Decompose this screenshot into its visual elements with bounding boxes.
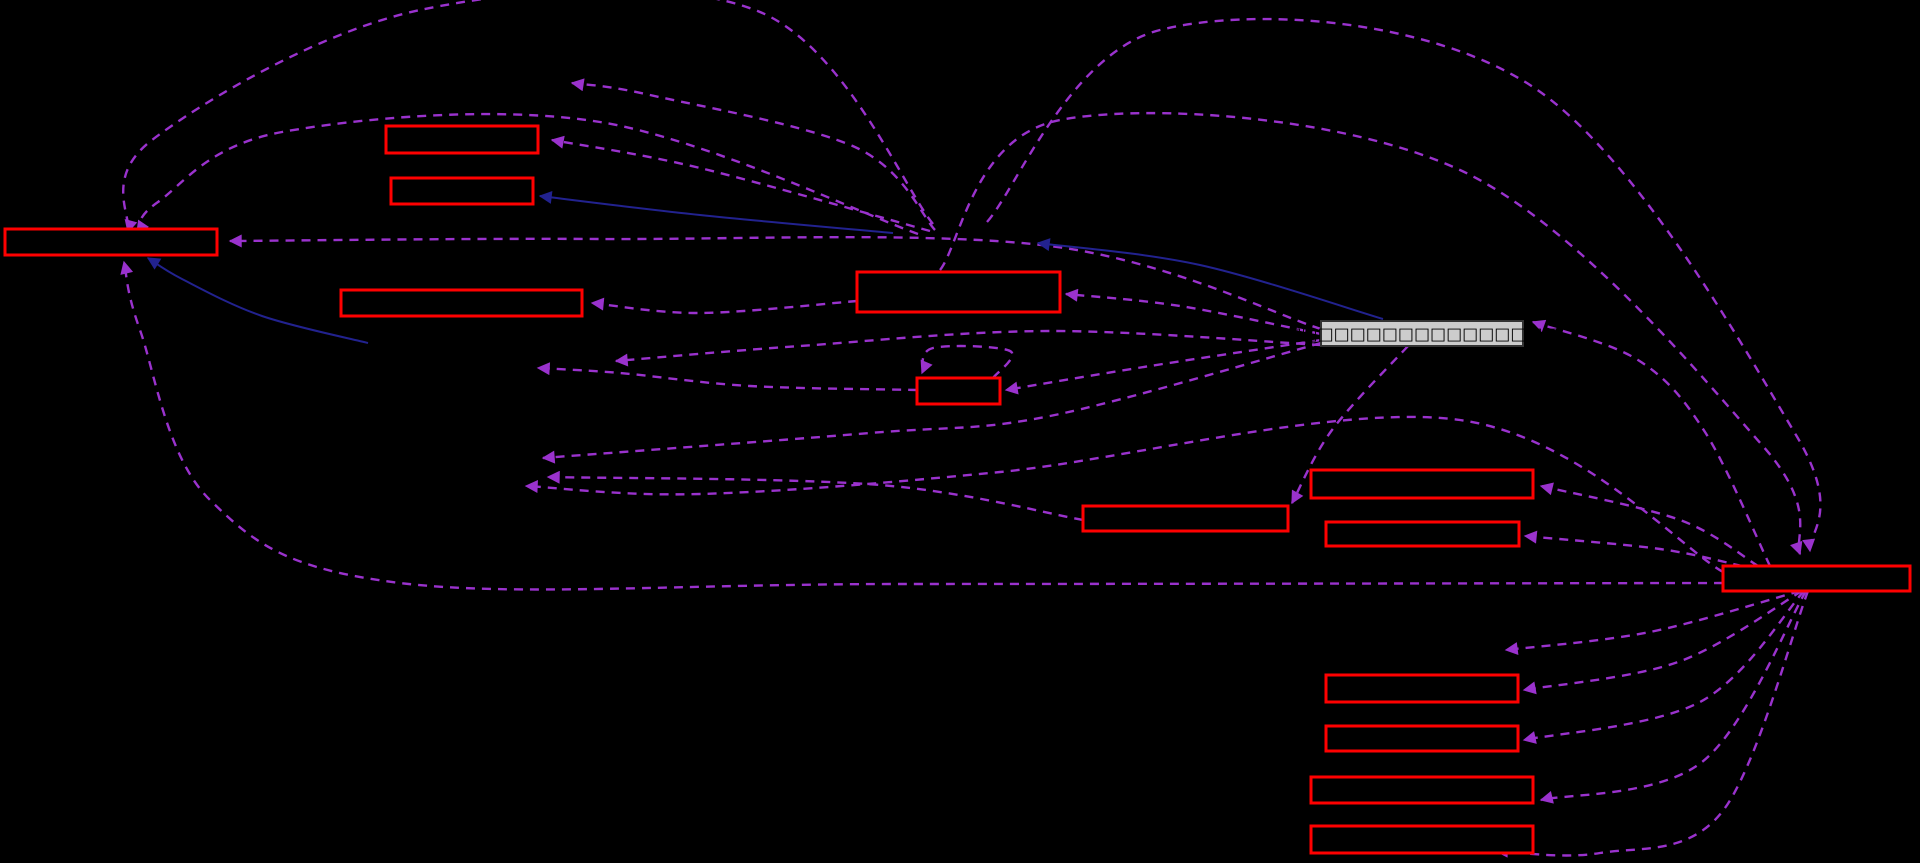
edge-k-to-x9 [524,415,1724,574]
class-node-box[interactable] [1309,775,1535,805]
edge-e-to-d [590,297,858,315]
class-node-box[interactable] [1324,673,1520,704]
edge-g-to-c [228,234,1322,331]
class-node-box[interactable] [1081,504,1290,533]
edges-layer [120,0,1822,858]
graph-node-d[interactable] [339,288,584,318]
edge-k-to-n [1539,590,1808,804]
class-node-box[interactable] [1309,468,1535,500]
graph-node-a[interactable] [384,124,540,155]
graph-node-g[interactable]: □□□□□□□□□□□□□□□□□ [1285,320,1559,347]
graph-node-l[interactable] [1324,673,1520,704]
edge-k-to-j [1523,530,1743,568]
edge-g-to-x4 [614,329,1322,367]
graph-node-n[interactable] [1309,775,1535,805]
class-node-box[interactable] [389,176,535,206]
graph-node-h[interactable] [1309,468,1535,500]
graph-node-k[interactable] [1721,564,1912,593]
edge-k-to-g [1531,319,1772,567]
edge-w-to-b [538,190,894,234]
graph-node-c[interactable] [3,227,219,257]
edge-i-to-x7 [546,470,1084,522]
current-node-box[interactable] [1320,320,1524,347]
class-node-box[interactable] [915,376,1002,406]
edge-g-to-e [1064,288,1322,336]
graph-node-m[interactable] [1324,724,1520,753]
edge-k-to-c [120,260,1724,591]
graph-node-j[interactable] [1324,520,1521,548]
edge-x6-to-c [146,257,369,344]
class-node-box[interactable] [1721,564,1912,593]
graph-node-o[interactable] [1309,824,1535,855]
class-node-box[interactable] [339,288,584,318]
class-node-box[interactable] [855,270,1062,314]
node-label-g: □□□□□□□□□□□□□□□□□ [1285,325,1558,345]
edge-g-to-f [1004,338,1322,395]
edge-k-to-x5 [1504,589,1801,656]
edge-g-to-x8 [541,341,1322,464]
class-node-box[interactable] [1324,724,1520,753]
edge-g-to-i [1290,345,1409,505]
edge-g-to-w [1036,238,1384,320]
edge-w-to-a [550,135,931,233]
edge-k-to-l [1522,589,1803,695]
graph-node-e[interactable] [855,270,1062,314]
graph-node-f[interactable] [915,376,1002,406]
graph-node-i[interactable] [1081,504,1290,533]
edge-k-to-m [1522,590,1805,744]
edge-f-to-x3 [536,362,918,392]
edge-f-to-f [920,344,1014,379]
edge-w-to-c [135,112,919,236]
edge-w-to-x1 [570,78,936,231]
graph-node-b[interactable] [389,176,535,206]
edge-w-to-k [986,17,1822,553]
edge-k-to-h [1539,482,1759,568]
nodes-layer: □□□□□□□□□□□□□□□□□ [3,124,1912,855]
class-node-box[interactable] [3,227,219,257]
edge-w-to-c [122,0,934,234]
class-node-box[interactable] [1324,520,1521,548]
class-node-box[interactable] [384,124,540,155]
class-node-box[interactable] [1309,824,1535,855]
edge-k-to-o [1494,590,1810,858]
